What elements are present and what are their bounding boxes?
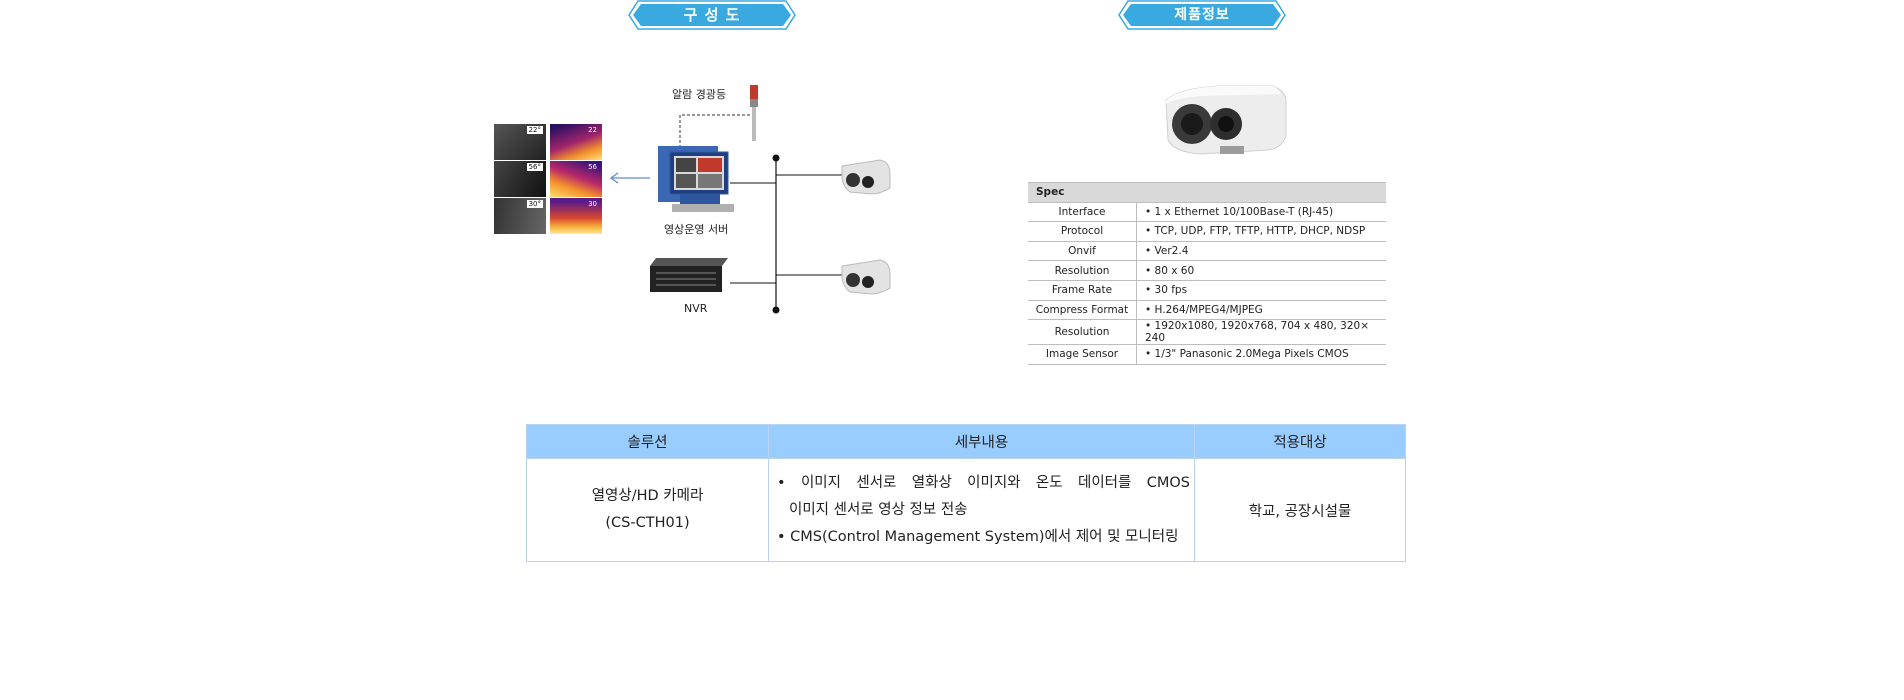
nvr-label: NVR	[684, 302, 708, 315]
spec-value: H.264/MPEG4/MJPEG	[1136, 300, 1386, 321]
spec-key: Protocol	[1028, 221, 1137, 242]
spec-key: Resolution	[1028, 319, 1137, 346]
thermal-image: 22	[550, 124, 602, 160]
details-cell: • 이미지 센서로 열화상 이미지와 온도 데이터를 CMOS 이미지 센서로 …	[768, 458, 1195, 562]
product-info-banner: 제품정보	[1118, 0, 1286, 30]
spec-value: 80 x 60	[1136, 260, 1386, 281]
solution-name: 열영상/HD 카메라	[591, 488, 704, 504]
spec-value: 1 x Ethernet 10/100Base-T (RJ-45)	[1136, 202, 1386, 223]
spec-table: Spec Interface1 x Ethernet 10/100Base-T …	[1028, 182, 1386, 365]
column-header-details: 세부내용	[768, 424, 1195, 459]
solution-model: (CS-CTH01)	[605, 515, 690, 531]
thumbnail-image: 30°	[494, 198, 546, 234]
spec-value: TCP, UDP, FTP, TFTP, HTTP, DHCP, NDSP	[1136, 221, 1386, 242]
thermal-image: 56	[550, 161, 602, 197]
alarm-light-label: 알람 경광등	[672, 88, 727, 101]
spec-row: Frame Rate30 fps	[1028, 280, 1386, 301]
spec-row: ProtocolTCP, UDP, FTP, TFTP, HTTP, DHCP,…	[1028, 221, 1386, 242]
alarm-light-icon	[750, 85, 758, 99]
column-header-target: 적용대상	[1194, 424, 1406, 459]
nvr-icon	[650, 258, 728, 292]
config-banner: 구 성 도	[628, 0, 796, 30]
configuration-diagram	[609, 85, 891, 314]
spec-title: Spec	[1028, 182, 1386, 203]
camera-icon	[841, 159, 891, 195]
detail-line: • 이미지 센서로 열화상 이미지와 온도 데이터를 CMOS	[777, 474, 1190, 491]
spec-key: Frame Rate	[1028, 280, 1137, 301]
spec-row: Image Sensor1/3" Panasonic 2.0Mega Pixel…	[1028, 344, 1386, 365]
thumbnail-image: 56°	[494, 161, 546, 197]
spec-value: 1/3" Panasonic 2.0Mega Pixels CMOS	[1136, 344, 1386, 365]
column-header-solution: 솔루션	[526, 424, 769, 459]
spec-key: Image Sensor	[1028, 344, 1137, 365]
spec-value: 1920x1080, 1920x768, 704 x 480, 320× 240	[1136, 319, 1386, 346]
spec-key: Interface	[1028, 202, 1137, 223]
spec-row: Resolution80 x 60	[1028, 260, 1386, 281]
spec-row: Interface1 x Ethernet 10/100Base-T (RJ-4…	[1028, 202, 1386, 223]
spec-key: Onvif	[1028, 241, 1137, 262]
solution-table-header: 솔루션 세부내용 적용대상	[526, 424, 1406, 459]
config-title: 구 성 도	[683, 6, 741, 24]
solution-table: 솔루션 세부내용 적용대상 열영상/HD 카메라 (CS-CTH01) • 이미…	[526, 424, 1406, 562]
spec-value: 30 fps	[1136, 280, 1386, 301]
camera-icon	[841, 259, 891, 295]
solution-cell: 열영상/HD 카메라 (CS-CTH01)	[526, 458, 769, 562]
video-server-icon	[658, 146, 734, 212]
spec-key: Resolution	[1028, 260, 1137, 281]
thermal-image: 30	[550, 198, 602, 234]
spec-value: Ver2.4	[1136, 241, 1386, 262]
spec-row: OnvifVer2.4	[1028, 241, 1386, 262]
detail-line: 이미지 센서로 영상 정보 전송	[789, 501, 968, 518]
spec-table-header: Spec	[1028, 182, 1386, 203]
solution-row: 열영상/HD 카메라 (CS-CTH01) • 이미지 센서로 열화상 이미지와…	[526, 458, 1406, 562]
target-cell: 학교, 공장시설물	[1194, 458, 1406, 562]
detail-line: • CMS(Control Management System)에서 제어 및 …	[777, 528, 1179, 545]
spec-key: Compress Format	[1028, 300, 1137, 321]
product-info-title: 제품정보	[1174, 7, 1230, 23]
thumbnail-image: 22°	[494, 124, 546, 160]
video-server-label: 영상운영 서버	[664, 223, 729, 236]
camera-product-image	[1165, 85, 1287, 155]
spec-row: Compress FormatH.264/MPEG4/MJPEG	[1028, 300, 1386, 321]
spec-row: Resolution1920x1080, 1920x768, 704 x 480…	[1028, 319, 1386, 346]
